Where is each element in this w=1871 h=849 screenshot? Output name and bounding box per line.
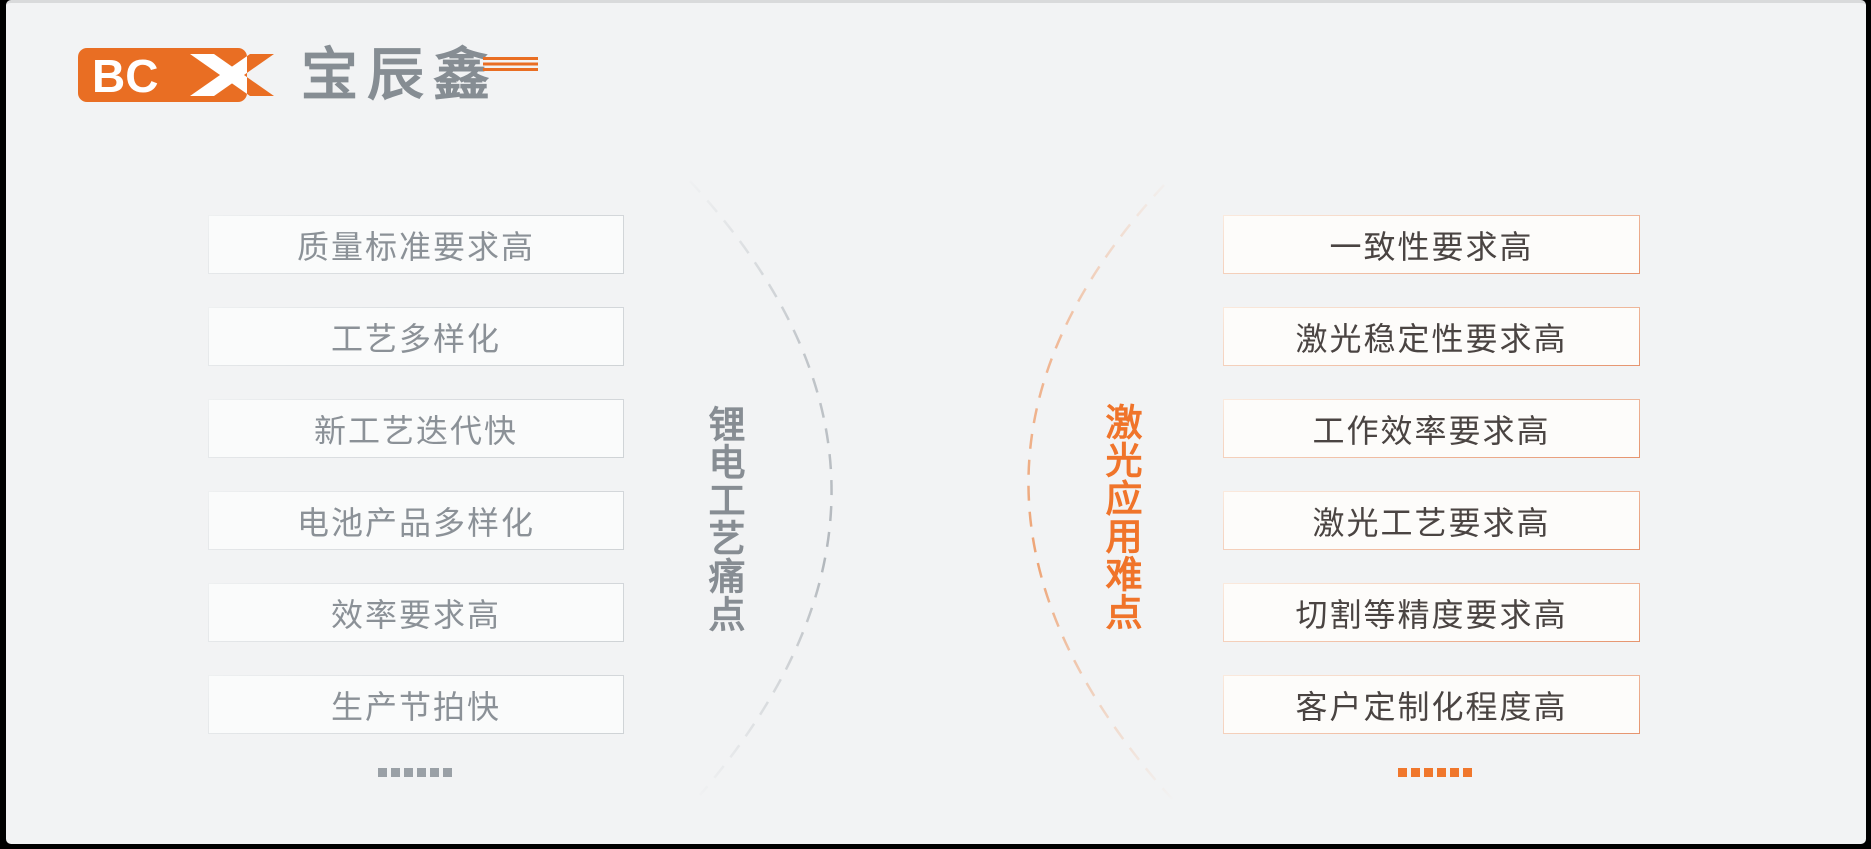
left-column-title: 锂电工艺痛点 (703, 405, 744, 633)
left-pain-point-item: 质量标准要求高 (208, 215, 624, 274)
right-ellipsis-dots (1398, 768, 1472, 777)
company-name: 宝辰鑫 (301, 46, 538, 104)
right-difficulty-item: 切割等精度要求高 (1223, 583, 1640, 642)
left-pain-point-item: 工艺多样化 (208, 307, 624, 366)
item-label: 生产节拍快 (330, 688, 501, 725)
item-label: 电池产品多样化 (296, 504, 535, 541)
right-column-title: 激光应用难点 (1100, 403, 1141, 631)
item-label: 效率要求高 (330, 596, 501, 633)
item-label: 激光工艺要求高 (1312, 504, 1551, 541)
right-difficulty-item: 激光工艺要求高 (1223, 491, 1640, 550)
item-label: 工艺多样化 (330, 320, 501, 357)
left-ellipsis-dots (378, 768, 452, 777)
right-difficulty-item: 一致性要求高 (1223, 215, 1640, 274)
right-difficulty-item: 工作效率要求高 (1223, 399, 1640, 458)
bcx-logo-mark: BC (78, 48, 274, 102)
left-pain-point-item: 生产节拍快 (208, 675, 624, 734)
left-pain-point-item: 效率要求高 (208, 583, 624, 642)
item-label: 客户定制化程度高 (1295, 688, 1568, 725)
item-label: 激光稳定性要求高 (1295, 320, 1568, 357)
slide-canvas: BC 宝辰鑫 (6, 0, 1866, 844)
logo-x-icon (190, 54, 247, 96)
left-pain-point-item: 新工艺迭代快 (208, 399, 624, 458)
company-logo: BC 宝辰鑫 (78, 46, 538, 104)
logo-stripes-decoration (483, 57, 538, 71)
left-pain-point-item: 电池产品多样化 (208, 491, 624, 550)
item-label: 工作效率要求高 (1312, 412, 1551, 449)
right-difficulty-item: 客户定制化程度高 (1223, 675, 1640, 734)
item-label: 一致性要求高 (1329, 228, 1534, 265)
logo-letters: BC (92, 50, 158, 102)
item-label: 新工艺迭代快 (313, 412, 518, 449)
item-label: 切割等精度要求高 (1295, 596, 1568, 633)
right-difficulty-item: 激光稳定性要求高 (1223, 307, 1640, 366)
item-label: 质量标准要求高 (296, 228, 535, 265)
